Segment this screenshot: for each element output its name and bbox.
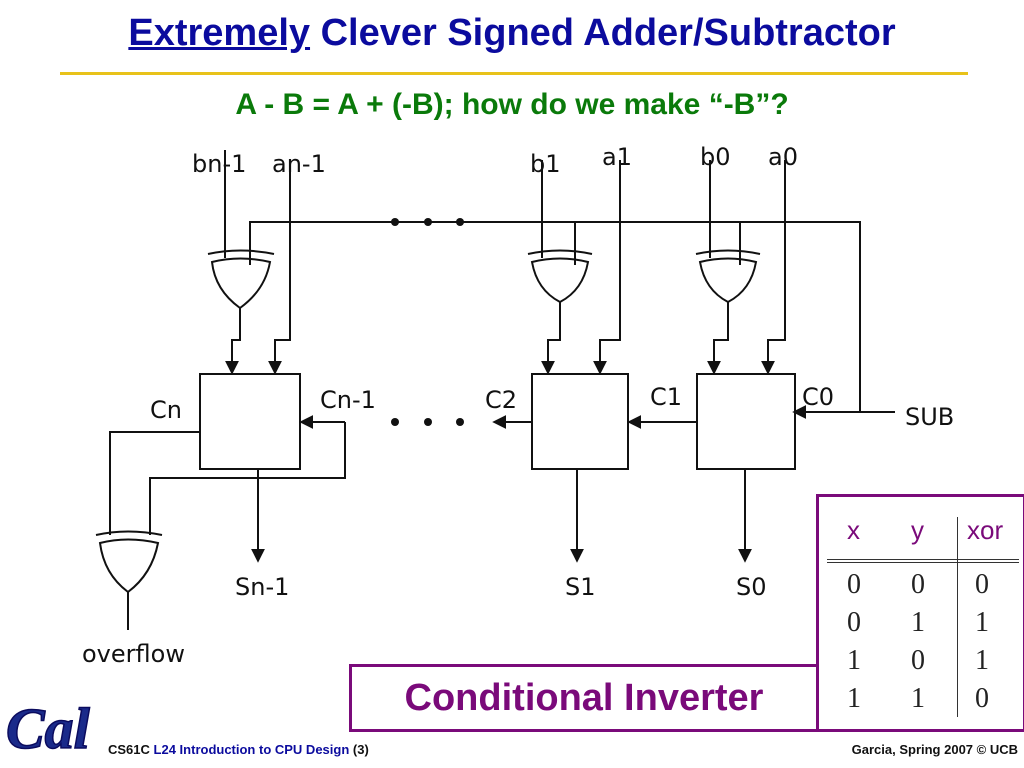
label-c1: C1 xyxy=(650,383,682,411)
label-s1: S1 xyxy=(565,573,596,601)
footer-page-number: (3) xyxy=(352,742,369,757)
cal-logo: Cal xyxy=(5,695,91,762)
xor-truth-table: x y xor 0 0 0 0 1 1 1 0 1 1 1 0 xyxy=(816,494,1024,732)
tt-divider-horizontal xyxy=(827,559,1019,563)
xor-gate-0 xyxy=(698,257,758,304)
tt-header-x: x xyxy=(847,515,860,545)
label-b0: b0 xyxy=(700,143,731,171)
title-rule xyxy=(60,72,968,75)
tt-header-y: y xyxy=(911,515,924,545)
sub-bus-wire xyxy=(249,221,861,412)
tt-cell: 0 xyxy=(911,569,925,600)
label-an1: an-1 xyxy=(272,150,326,178)
label-s0: S0 xyxy=(736,573,767,601)
label-overflow: overflow xyxy=(82,640,185,668)
xor-gate-overflow xyxy=(98,538,160,594)
label-c2: C2 xyxy=(485,386,517,414)
footer-credit: Garcia, Spring 2007 © UCB xyxy=(851,742,1018,757)
footer-course: CS61C L24 Introduction to CPU Design (3) xyxy=(108,742,369,757)
xor-gate-1 xyxy=(530,257,590,304)
label-c0: C0 xyxy=(802,383,834,411)
slide-subtitle: A - B = A + (-B); how do we make “-B”? xyxy=(235,88,789,121)
tt-cell: 1 xyxy=(911,607,925,638)
full-adder-1 xyxy=(531,373,629,470)
slide-title: Extremely Clever Signed Adder/Subtractor xyxy=(0,12,1024,55)
tt-cell: 1 xyxy=(911,683,925,714)
label-a0: a0 xyxy=(768,143,798,171)
tt-divider-vertical xyxy=(957,517,958,717)
label-bn1: bn-1 xyxy=(192,150,246,178)
tt-cell: 1 xyxy=(847,683,861,714)
callout-text: Conditional Inverter xyxy=(404,677,764,719)
title-rest: Clever Signed Adder/Subtractor xyxy=(320,12,896,54)
tt-cell: 0 xyxy=(847,607,861,638)
tt-cell: 0 xyxy=(847,569,861,600)
label-sub: SUB xyxy=(905,403,954,431)
xor-gate-n1 xyxy=(210,257,272,310)
label-a1: a1 xyxy=(602,143,632,171)
tt-cell: 1 xyxy=(975,645,989,676)
tt-cell: 1 xyxy=(847,645,861,676)
svg-text:Cal: Cal xyxy=(6,696,91,761)
footer-course-code: CS61C xyxy=(108,742,150,757)
tt-cell: 0 xyxy=(975,683,989,714)
tt-header-xor: xor xyxy=(967,515,1004,545)
label-b1: b1 xyxy=(530,150,561,178)
tt-cell: 0 xyxy=(975,569,989,600)
title-emphasis: Extremely xyxy=(128,12,311,54)
full-adder-0 xyxy=(696,373,796,470)
full-adder-n1 xyxy=(199,373,301,470)
conditional-inverter-callout: Conditional Inverter xyxy=(349,664,819,732)
tt-cell: 1 xyxy=(975,607,989,638)
tt-cell: 0 xyxy=(911,645,925,676)
label-sn1: Sn-1 xyxy=(235,573,289,601)
footer-lecture-link[interactable]: L24 Introduction to CPU Design xyxy=(153,742,350,757)
label-cn: Cn xyxy=(150,396,182,424)
label-cn1: Cn-1 xyxy=(320,386,376,414)
